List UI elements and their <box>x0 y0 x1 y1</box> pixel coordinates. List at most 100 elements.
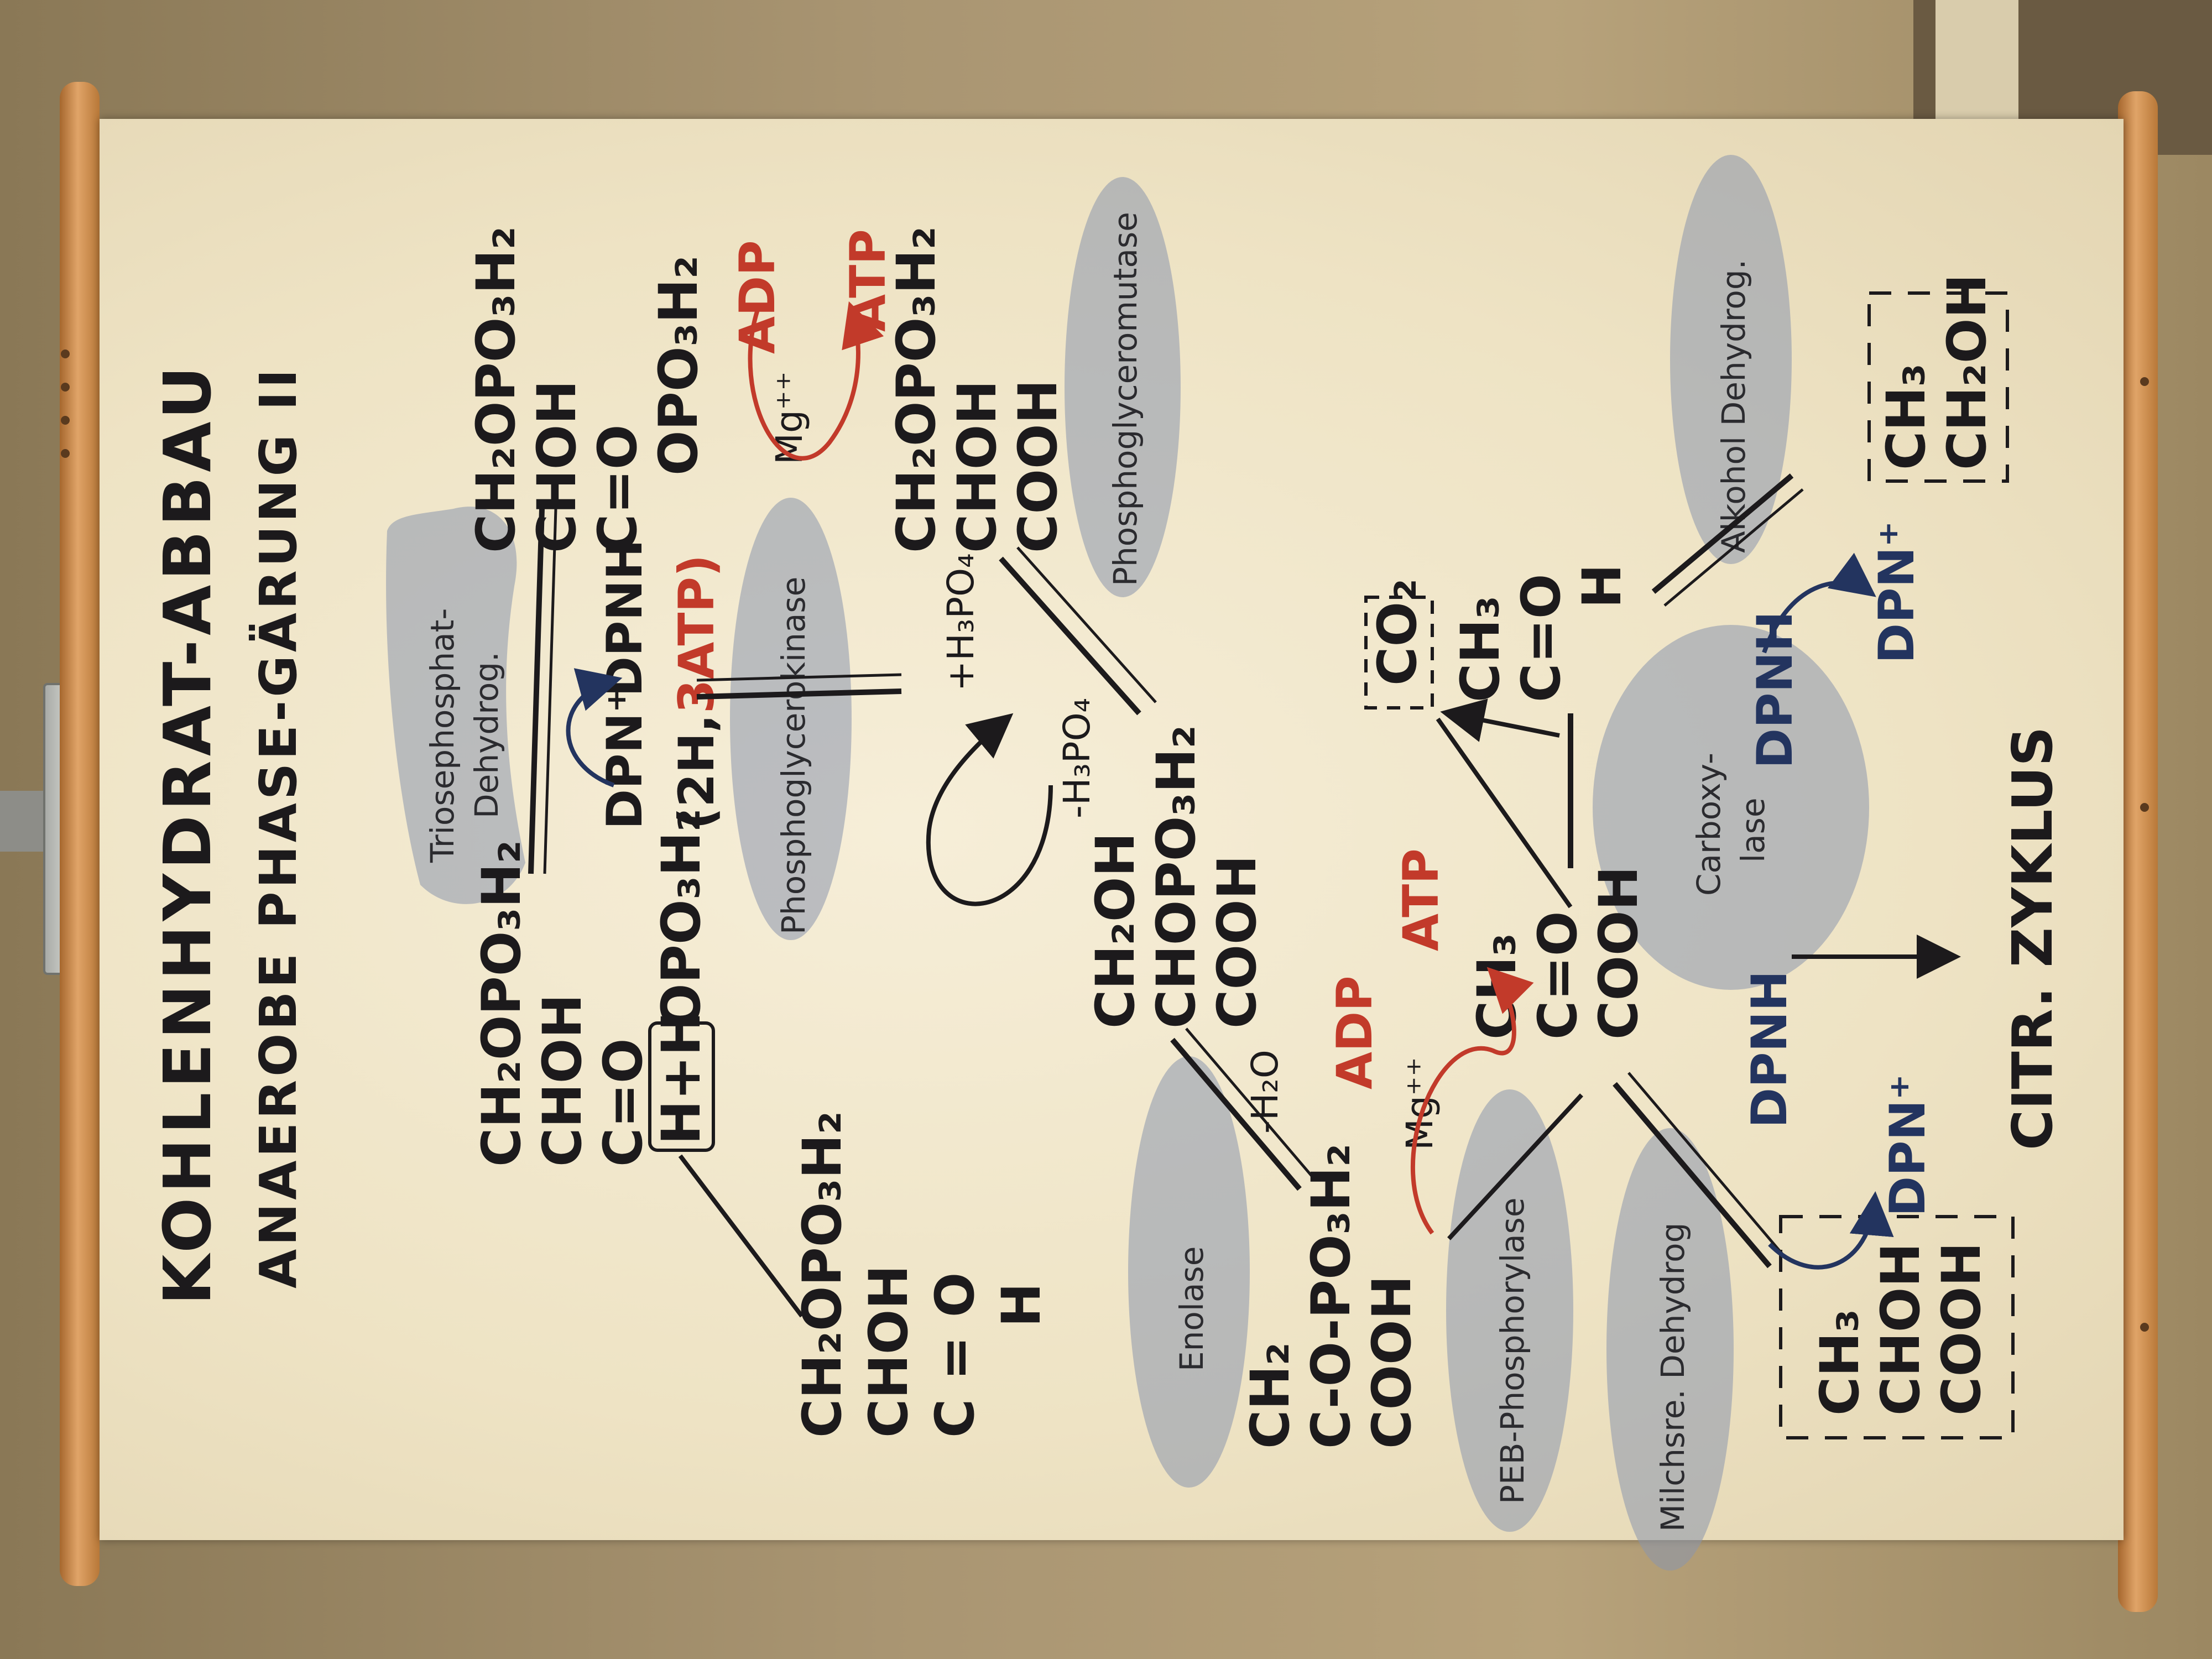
adp-bottom: ADP <box>1326 975 1383 1089</box>
rxn-triose-bar1 <box>528 508 545 874</box>
rxn-dpn-curve-top <box>566 668 623 787</box>
three-atp-label: 3ATP) <box>668 555 725 713</box>
rxn-enolase-bar1 <box>1170 1037 1302 1191</box>
co2-box <box>1364 596 1434 709</box>
acetaldehyde-line-1: CH₃ <box>1449 596 1511 702</box>
h3po4-plus: +H₃PO₄ <box>940 553 982 691</box>
chart-subtitle: ANAEROBE PHASE-GÄRUNG II <box>248 366 308 1288</box>
pg3-line-3: COOH <box>1007 379 1069 553</box>
hydrate-line-3: C=O <box>592 1039 654 1167</box>
dpn-plus-milch: DPN⁺ <box>1879 1074 1936 1217</box>
mg-bottom: Mg⁺⁺ <box>1399 1057 1441 1150</box>
co2-label: CO₂ <box>1366 578 1428 686</box>
lactate-line-3: COOH <box>1931 1242 1992 1416</box>
enzyme-oval-pgm <box>1065 177 1181 597</box>
dpn-plus-alkohol: DPN⁺ <box>1868 521 1925 664</box>
wooden-rod-bottom <box>2118 91 2158 1612</box>
enzyme-oval-pgk <box>730 498 852 940</box>
mg-top: Mg⁺⁺ <box>768 371 811 465</box>
hanger-holes <box>61 349 2149 1332</box>
hole-5 <box>2140 377 2149 386</box>
enzyme-oval-milch <box>1606 1128 1734 1571</box>
hydrate-line-5: OPO₃H₂ <box>650 808 712 1029</box>
enzyme-label-pgm: Phosphoglyceromutase <box>1107 212 1144 586</box>
enzyme-label-triose-1: Triosephosphat- <box>424 608 461 863</box>
rxn-dpn-curve-alkohol <box>1762 552 1876 654</box>
enzyme-oval-triose <box>386 507 525 904</box>
enzyme-oval-alkohol <box>1670 155 1792 564</box>
enzyme-label-pgk: Phosphoglycerokinase <box>775 577 812 935</box>
enzyme-label-carboxy-1: Carboxy- <box>1690 753 1728 896</box>
pep-line-1: CH₂ <box>1239 1342 1301 1449</box>
enzyme-oval-carboxy <box>1593 625 1869 990</box>
gap-line-4: H <box>990 1283 1052 1327</box>
pyruvate-line-2: C=O <box>1527 911 1589 1040</box>
atp-bottom: ATP <box>1392 848 1449 951</box>
enzyme-ovals <box>386 155 1869 1571</box>
lactate-line-2: CHOH <box>1870 1243 1932 1416</box>
chart-title: KOHLENHYDRAT-ABBAU <box>149 362 226 1305</box>
ethanol-line-1: CH₃ <box>1875 363 1937 470</box>
enzyme-label-enolase: Enolase <box>1173 1246 1211 1371</box>
pg2-line-2: CHOPO₃H₂ <box>1145 725 1207 1029</box>
reaction-arrows <box>528 301 1961 1318</box>
hole-2 <box>61 383 70 392</box>
rxn-acet-eth-bar1 <box>1651 473 1794 594</box>
rxn-pg3-pg2-bar1 <box>999 556 1141 716</box>
pg3-line-1: CH₂OPO₃H₂ <box>885 226 947 553</box>
wooden-rod-top <box>60 82 100 1586</box>
lactate-line-1: CH₃ <box>1809 1309 1871 1416</box>
enzyme-oval-peb <box>1446 1089 1573 1532</box>
dpnh-top: DPNH <box>596 539 653 697</box>
ethanol-line-2: CH₂OH <box>1936 274 1998 470</box>
enzyme-oval-enolase <box>1128 1056 1250 1488</box>
rxn-bpg-pg3-bar2 <box>696 673 902 682</box>
rxn-adp-atp-top <box>748 301 884 461</box>
pg3-line-2: CHOH <box>946 380 1008 553</box>
hole-6 <box>2140 803 2149 812</box>
rxn-adp-atp-bottom <box>1410 967 1534 1235</box>
gap-line-2: CHOH <box>858 1265 920 1438</box>
bpg-line-1: CH₂OPO₃H₂ <box>465 226 527 553</box>
rxn-pyr-acet-bar <box>1436 717 1573 909</box>
enzyme-label-triose-2: Dehydrog. <box>468 651 505 818</box>
rxn-bpg-pg3-bar1 <box>696 688 902 700</box>
two-h-label: (2H, <box>668 714 725 830</box>
dashed-boxes <box>648 291 2015 1439</box>
bpg-line-3: C=O <box>587 425 649 554</box>
lactate-box <box>1779 1215 2015 1439</box>
hplush-box <box>648 1021 715 1152</box>
pep-line-2: C-O-PO₃H₂ <box>1300 1144 1362 1449</box>
rxn-phosphate-loop <box>926 713 1053 906</box>
acetaldehyde-line-2: C=O <box>1510 574 1572 703</box>
rxn-dpn-curve-milch <box>1768 1191 1894 1270</box>
rxn-gap-hydrate <box>678 1154 804 1318</box>
hole-4 <box>61 449 70 458</box>
enzyme-label-carboxy-2: lase <box>1734 797 1772 863</box>
pg2-line-3: COOH <box>1206 855 1268 1029</box>
rxn-acet-eth-bar2 <box>1663 488 1804 607</box>
pg2-line-1: CH₂OH <box>1084 832 1146 1029</box>
footer-citr-zyklus: CITR. ZYKLUS <box>2000 727 2065 1150</box>
hydrate-line-2: CHOH <box>531 994 593 1167</box>
rxn-triose-bar2 <box>543 508 557 874</box>
gap-line-1: CH₂OPO₃H₂ <box>791 1111 853 1438</box>
bpg-line-2: CHOH <box>526 380 588 553</box>
rxn-co2-release <box>1440 698 1560 742</box>
pyruvate-line-1: CH₃ <box>1466 933 1528 1040</box>
hole-1 <box>61 349 70 358</box>
enzyme-label-milch: Milchsre. Dehydrog <box>1654 1223 1692 1532</box>
dpn-plus-top: DPN⁺ <box>596 687 653 830</box>
h3po4-minus: -H₃PO₄ <box>1056 698 1098 818</box>
rxn-pg3-pg2-bar2 <box>1016 546 1157 703</box>
gap-line-3: C = O <box>924 1272 986 1438</box>
rxn-pep-pyruvate <box>1447 1093 1583 1240</box>
hole-3 <box>61 416 70 425</box>
hole-7 <box>2140 1323 2149 1332</box>
enzyme-label-alkohol: Alkohol Dehydrog. <box>1715 259 1752 553</box>
hydrate-line-4: H+H <box>650 1011 712 1145</box>
ethanol-box <box>1867 291 2009 483</box>
acetaldehyde-line-3: H <box>1571 564 1633 608</box>
pyruvate-line-3: COOH <box>1588 866 1650 1040</box>
